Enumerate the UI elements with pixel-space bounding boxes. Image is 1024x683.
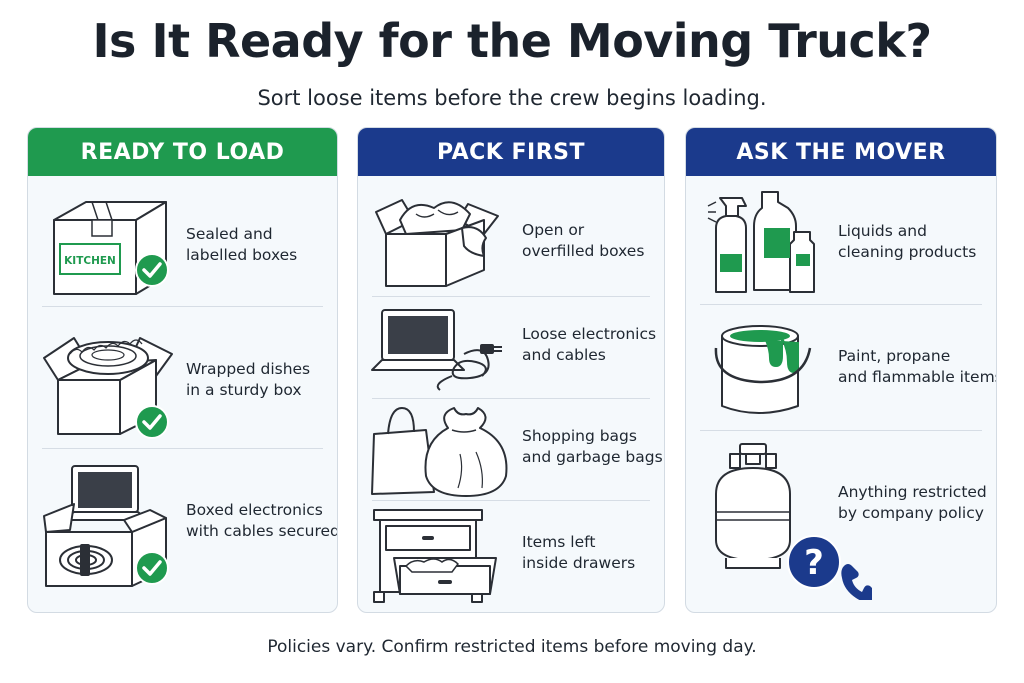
- ask-the-mover-heading: ASK THE MOVER: [686, 128, 996, 176]
- paint-can-icon: [714, 325, 812, 414]
- sealed-box-icon: KITCHEN: [53, 201, 167, 295]
- item-label: Loose electronics and cables: [522, 325, 657, 364]
- divider: [372, 398, 650, 399]
- divider: [372, 296, 650, 297]
- propane-tank-icon: [715, 443, 791, 569]
- ready-to-load-heading: READY TO LOAD: [28, 128, 337, 176]
- list-item: Shopping bags and garbage bags: [358, 400, 664, 500]
- drawer-icon: [373, 509, 497, 603]
- bags-icon: [371, 407, 508, 497]
- ask-the-mover-card: ASK THE MOVER Liquids and cleaning produ…: [685, 127, 997, 613]
- check-icon: [135, 405, 169, 439]
- item-label: Open or overfilled boxes: [522, 221, 645, 260]
- item-label: Shopping bags and garbage bags: [522, 427, 663, 466]
- list-item: KITCHEN Sealed and labelled boxes: [28, 176, 337, 306]
- list-item: Paint, propane and flammable items: [686, 306, 996, 430]
- svg-text:?: ?: [804, 543, 824, 583]
- list-item: Open or overfilled boxes: [358, 176, 664, 296]
- divider: [372, 500, 650, 501]
- list-item: Loose electronics and cables: [358, 298, 664, 398]
- question-phone-icon: ?: [787, 535, 872, 600]
- item-label: Liquids and cleaning products: [838, 222, 977, 261]
- list-item: Items left inside drawers: [358, 502, 664, 612]
- boxed-electronics-icon: [43, 465, 167, 587]
- page-title: Is It Ready for the Moving Truck?: [92, 14, 932, 68]
- kitchen-box-label: KITCHEN: [64, 255, 116, 267]
- list-item: ? Anything restricted by company policy: [686, 432, 996, 612]
- cleaning-bottles-icon: [707, 191, 815, 293]
- divider: [42, 306, 323, 307]
- laptop-cables-icon: [371, 309, 502, 391]
- divider: [42, 448, 323, 449]
- ready-to-load-card: READY TO LOAD KITCHEN Sealed and labelle…: [27, 127, 338, 613]
- list-item: Wrapped dishes in a sturdy box: [28, 308, 337, 448]
- item-label: Wrapped dishes in a sturdy box: [186, 360, 311, 399]
- check-icon: [135, 253, 169, 287]
- pack-first-heading: PACK FIRST: [358, 128, 664, 176]
- footnote: Policies vary. Confirm restricted items …: [267, 637, 757, 657]
- wrapped-dishes-box-icon: [43, 337, 173, 435]
- item-label: Sealed and labelled boxes: [186, 225, 298, 264]
- check-icon: [135, 551, 169, 585]
- item-label: Anything restricted by company policy: [838, 483, 987, 522]
- item-label: Paint, propane and flammable items: [838, 347, 997, 386]
- divider: [700, 304, 982, 305]
- item-label: Boxed electronics with cables secured: [186, 501, 338, 540]
- pack-first-card: PACK FIRST Open or overfilled boxes: [357, 127, 665, 613]
- page-subtitle: Sort loose items before the crew begins …: [257, 86, 767, 110]
- list-item: Liquids and cleaning products: [686, 176, 996, 304]
- list-item: Boxed electronics with cables secured: [28, 450, 338, 612]
- item-label: Items left inside drawers: [522, 533, 636, 572]
- open-box-icon: [375, 199, 499, 287]
- divider: [700, 430, 982, 431]
